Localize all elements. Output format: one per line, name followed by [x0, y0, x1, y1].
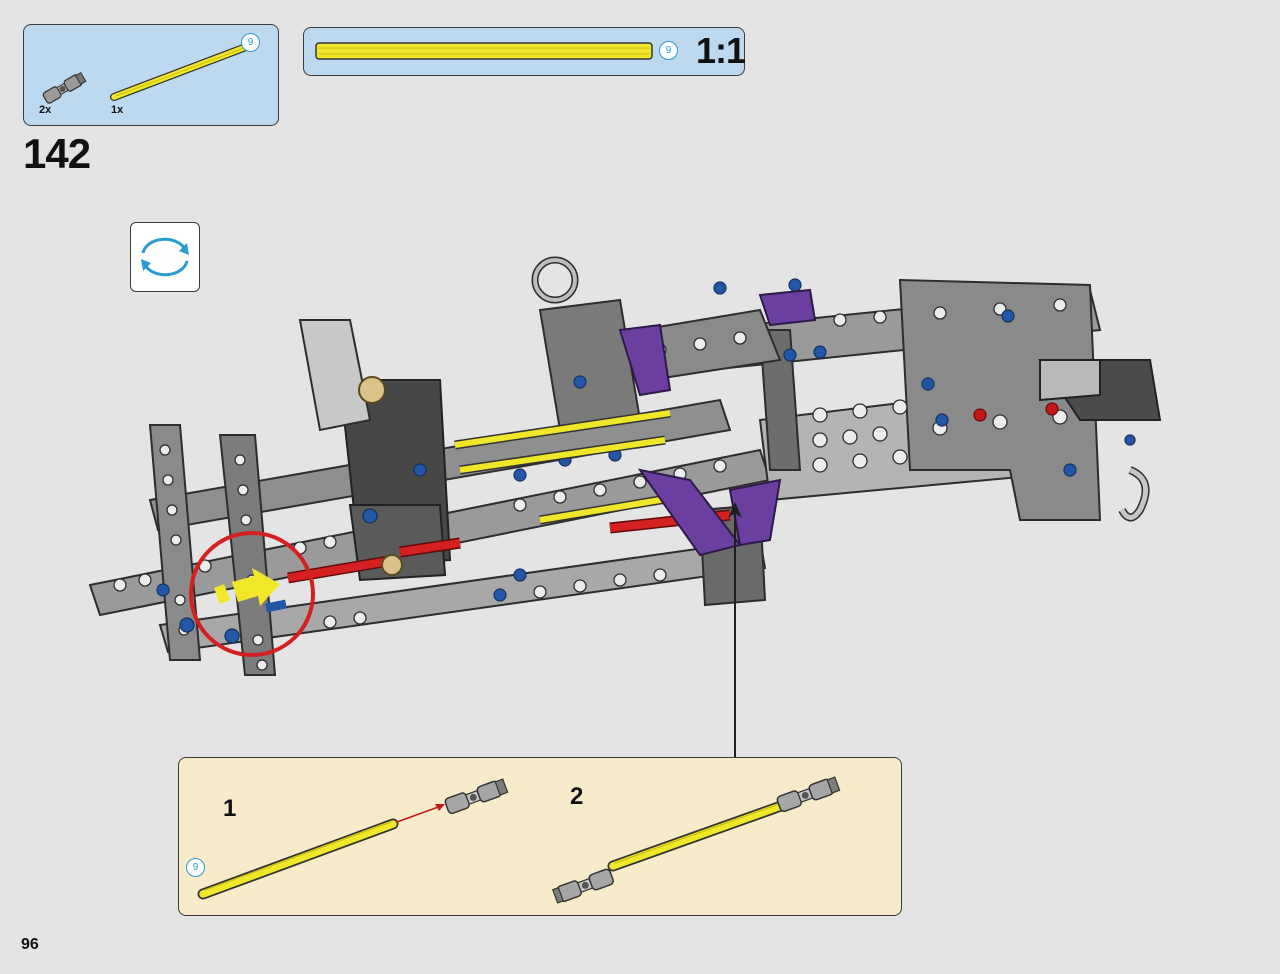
frame-beams [88, 256, 1162, 676]
insert-arrow-icon [214, 568, 280, 606]
sub-step-2-illustration [552, 776, 841, 904]
sub-steps-callout: 1 2 9 [178, 757, 902, 916]
axle-length-badge: 9 [241, 33, 260, 52]
parts-list-box: 2x 1x 9 [23, 24, 279, 126]
scale-indicator-box: 9 1:1 [303, 27, 746, 76]
yellow-axle-quantity: 1x [111, 104, 124, 116]
rotate-model-box [130, 222, 200, 292]
highlight-circle [189, 531, 315, 657]
page-number: 96 [21, 936, 39, 953]
sub-step-1-axle-length-badge: 9 [186, 858, 205, 877]
callout-pointer-arrow [728, 502, 742, 758]
step-number: 142 [23, 130, 91, 177]
model-assembly-illustration [88, 256, 1162, 676]
axle-scale-icon [315, 42, 653, 60]
scale-length-badge: 9 [659, 41, 678, 60]
sub-step-2-number: 2 [570, 783, 584, 810]
universal-joint-quantity: 2x [39, 104, 52, 116]
universal-joint-part-icon [42, 71, 87, 104]
yellow-axle-part-icon [110, 43, 250, 101]
sub-step-1-number: 1 [223, 795, 237, 822]
scale-ratio-label: 1:1 [696, 30, 746, 71]
sub-step-1-illustration [197, 778, 509, 900]
rotate-model-icon [141, 237, 189, 277]
